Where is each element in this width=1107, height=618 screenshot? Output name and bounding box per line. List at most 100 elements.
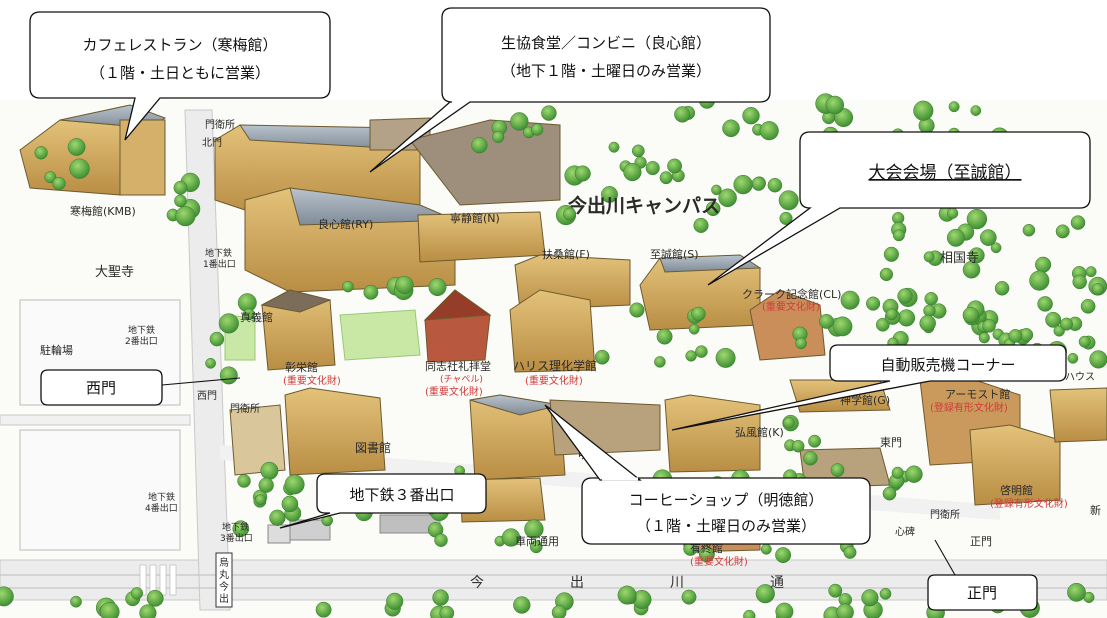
tree [674, 106, 691, 123]
tree [174, 194, 187, 208]
tree [315, 601, 332, 618]
tree [843, 545, 857, 559]
tree [718, 188, 737, 208]
tree [363, 284, 379, 300]
tree [608, 141, 620, 153]
tree [52, 176, 66, 191]
tree [656, 328, 673, 345]
tree [574, 165, 591, 182]
label-house: ハウス [1065, 371, 1095, 383]
tree [513, 596, 531, 614]
label-ryoshinkan: 良心館(RY) [318, 217, 373, 231]
tree [825, 95, 845, 115]
tree [205, 357, 216, 369]
tree [779, 211, 793, 225]
label-monei-east: 門衛所 [930, 508, 960, 521]
tree [733, 174, 753, 195]
tree [1022, 223, 1036, 237]
street-char-3: 川 [670, 575, 684, 591]
tree [819, 313, 834, 329]
tree [654, 356, 666, 368]
tree [879, 587, 892, 600]
tree [260, 461, 279, 480]
tree [563, 207, 577, 221]
callout-vending-line1: 自動販売機コーナー [880, 356, 1015, 374]
tree [501, 528, 521, 547]
tree [978, 332, 990, 344]
tree [693, 217, 709, 233]
tree [175, 206, 196, 227]
tree [905, 465, 923, 483]
tree [994, 281, 1010, 296]
tree [715, 347, 736, 368]
tree [966, 208, 988, 230]
label-kanbaikan: 寒梅館(KMB) [70, 204, 136, 218]
lawn-center [339, 309, 421, 361]
tree [1045, 311, 1062, 328]
tree [258, 477, 274, 493]
tree [695, 345, 708, 358]
tree [783, 416, 795, 429]
tree [962, 260, 981, 279]
tree [281, 495, 299, 513]
tree [970, 105, 982, 116]
tree [232, 520, 250, 538]
campus-title: 今出川キャンパス [567, 194, 720, 217]
callout-ryoshin-line2: （地下１階・土曜日のみ営業） [501, 62, 711, 80]
tree [471, 137, 488, 154]
label-subway4-a: 地下鉄 [148, 491, 175, 503]
callout-vending-bubble [671, 344, 1067, 431]
callout-seimon-line1: 正門 [967, 584, 997, 602]
tree [99, 601, 120, 618]
label-subway1-a: 地下鉄 [205, 247, 232, 259]
tree [913, 100, 934, 121]
tree [1091, 283, 1104, 296]
tree [601, 186, 618, 203]
label-chapel-sub: (重要文化財) [425, 385, 483, 398]
tree [1080, 298, 1096, 314]
tree [722, 119, 740, 138]
tree [218, 313, 239, 334]
tree [1055, 224, 1070, 239]
callout-seimon-bubble [927, 574, 1038, 611]
tree [1037, 296, 1053, 312]
tree [979, 229, 997, 246]
callout-kanbai-line1: カフェレストラン（寒梅館） [82, 36, 277, 54]
street-char-1: 今 [470, 575, 484, 591]
tree [760, 543, 772, 555]
label-nishimon-map: 西門 [197, 390, 217, 402]
tree [667, 158, 683, 174]
label-chapel-paren: (チャペル) [440, 374, 483, 385]
tree [1067, 352, 1079, 364]
tree [767, 177, 783, 193]
tree [947, 207, 959, 219]
callout-kanbai-line2: （１階・土日ともに営業） [90, 64, 270, 82]
tree [541, 105, 557, 121]
label-clark-sub: (重要文化財) [762, 300, 820, 313]
tree [1067, 582, 1086, 602]
tree [617, 585, 637, 605]
tree [923, 251, 935, 263]
building-library-west [229, 404, 286, 476]
label-keimei: 啓明館 [1000, 483, 1033, 497]
tree [875, 317, 890, 332]
tree [531, 123, 544, 136]
callout-coffee-line1: コーヒーショップ（明徳館） [629, 491, 824, 509]
tree [529, 540, 543, 554]
building-north-dorm [409, 119, 561, 206]
street-char-2: 出 [570, 575, 584, 591]
label-kofukan: 弘風館(K) [735, 425, 784, 439]
tree [982, 319, 996, 333]
tree [209, 331, 225, 347]
tree [130, 587, 144, 600]
label-subway4-b: 4番出口 [145, 502, 178, 514]
tree [243, 308, 255, 321]
tree [237, 474, 251, 488]
label-chapel: 同志社礼拝堂 [425, 359, 491, 373]
label-monei-top: 門衛所 [205, 118, 235, 131]
roof-saieikan [260, 289, 332, 313]
street-char-4: 通 [770, 575, 784, 591]
label-sharyo: 車両通用 [515, 534, 559, 548]
building-library [284, 387, 386, 476]
